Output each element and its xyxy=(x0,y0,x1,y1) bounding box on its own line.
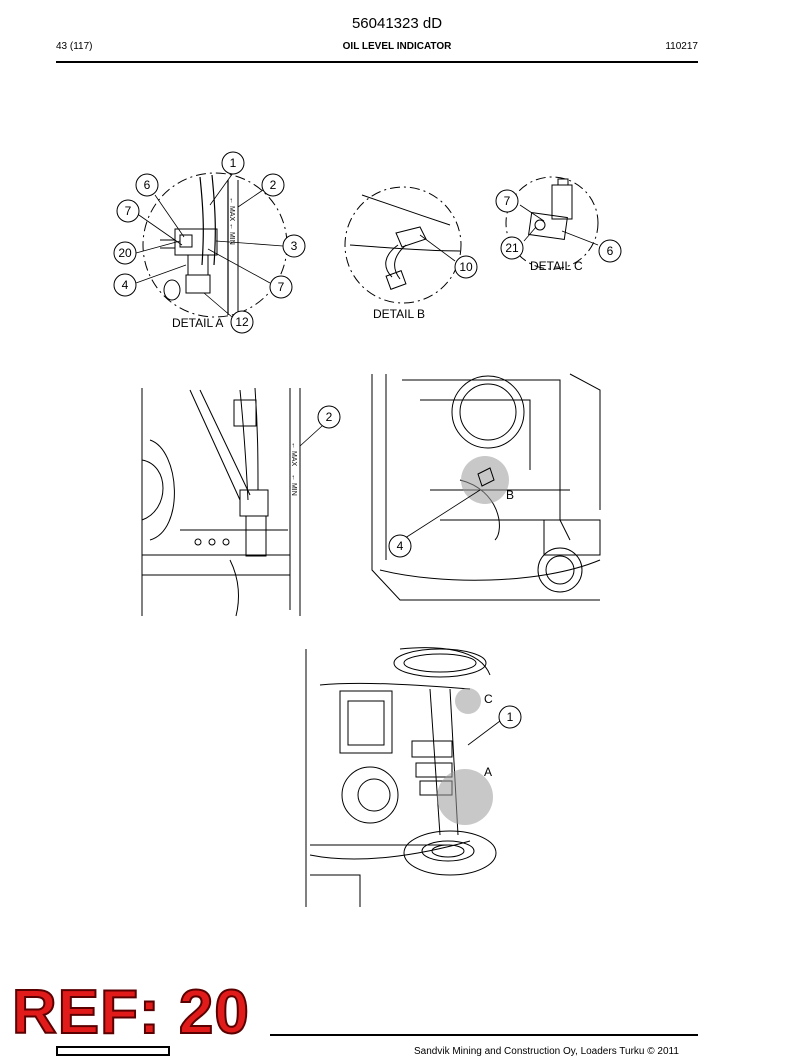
footer-rule xyxy=(270,1034,698,1036)
document-number: 56041323 dD xyxy=(351,15,443,32)
view-b-letter: B xyxy=(506,488,514,502)
view-c-letter: C xyxy=(484,692,493,706)
footer-copyright: Sandvik Mining and Construction Oy, Load… xyxy=(414,1046,679,1057)
mid-max-mark: ← MAX xyxy=(290,442,297,466)
detail-c-boundary xyxy=(505,176,599,270)
page-number: 43 (117) xyxy=(56,41,93,52)
view-a-letter: A xyxy=(484,765,492,779)
view-c-highlight xyxy=(455,688,481,714)
mid-callout-2: 2 xyxy=(326,410,333,424)
callout-a-1: 1 xyxy=(230,156,237,170)
callout-a-2: 2 xyxy=(270,178,277,192)
callout-b-10: 10 xyxy=(459,260,473,274)
figure-overview: 1 C A xyxy=(305,647,522,907)
brand-logo-strip xyxy=(56,1046,170,1056)
detail-b-caption: DETAIL B xyxy=(373,307,425,321)
detail-c-caption: DETAIL C xyxy=(530,259,583,273)
callout-a-3: 3 xyxy=(291,239,298,253)
view-b-highlight xyxy=(461,456,509,504)
callout-a-7-lower: 7 xyxy=(278,280,285,294)
callout-c-21: 21 xyxy=(505,241,519,255)
mid-callout-4: 4 xyxy=(397,539,404,553)
callout-c-7: 7 xyxy=(504,194,511,208)
figure-mid-views: ← MAX ← MIN 2 4 B xyxy=(141,373,601,617)
header-rule xyxy=(56,61,698,63)
detail-a-caption: DETAIL A xyxy=(172,316,223,330)
overview-callout-1: 1 xyxy=(507,710,514,724)
callout-a-6: 6 xyxy=(144,178,151,192)
document-date: 110217 xyxy=(665,41,698,52)
ref-stamp: REF: 20 xyxy=(11,978,250,1047)
figure-detail-views: ← MAX ← MIN 1 2 6 7 20 xyxy=(113,151,622,334)
view-a-highlight xyxy=(437,769,493,825)
detail-a-min-mark: ← MIN xyxy=(228,223,235,245)
callout-a-12: 12 xyxy=(235,315,249,329)
callout-a-20: 20 xyxy=(118,246,132,260)
mid-min-mark: ← MIN xyxy=(290,474,297,496)
detail-a-max-mark: ← MAX xyxy=(228,197,235,221)
page-title: OIL LEVEL INDICATOR xyxy=(342,41,452,52)
callout-a-4: 4 xyxy=(122,278,129,292)
detail-b-boundary xyxy=(344,186,462,304)
callout-a-7-upper: 7 xyxy=(125,204,132,218)
callout-c-6: 6 xyxy=(607,244,614,258)
